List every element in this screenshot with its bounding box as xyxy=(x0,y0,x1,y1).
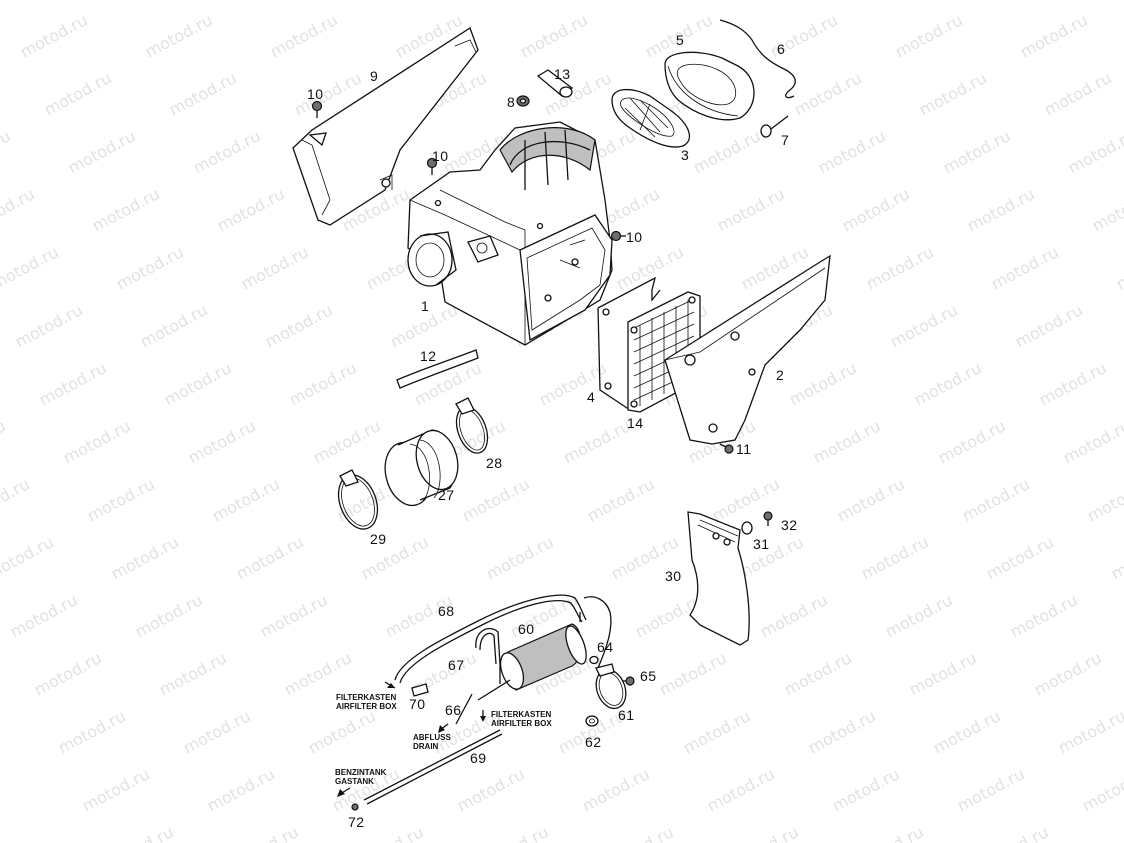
note-filterkasten-left-en: AIRFILTER BOX xyxy=(336,702,397,711)
bolt-10-top-left xyxy=(311,100,323,118)
label-part-31: 31 xyxy=(753,536,770,552)
tube-69 xyxy=(363,729,503,805)
washer-31 xyxy=(741,521,753,535)
note-benzintank: BENZINTANK GASTANK xyxy=(335,768,386,786)
screw-7 xyxy=(760,115,789,138)
hose-67 xyxy=(475,627,511,701)
air-filter-5 xyxy=(664,51,755,121)
label-part-13: 13 xyxy=(554,66,571,82)
note-benzintank-de: BENZINTANK xyxy=(335,768,387,777)
label-part-70: 70 xyxy=(409,696,426,712)
note-filterkasten-right-de: FILTERKASTEN xyxy=(491,710,552,719)
hose-clamp-28 xyxy=(455,397,489,454)
label-part-10c: 10 xyxy=(626,229,643,245)
label-part-68: 68 xyxy=(438,603,455,619)
intake-boot-27 xyxy=(384,429,459,507)
drain-tube-66 xyxy=(455,693,473,725)
mud-flap-30 xyxy=(687,511,750,646)
screw-32 xyxy=(763,511,773,526)
label-part-7: 7 xyxy=(781,132,790,148)
arrow-filterkasten-right xyxy=(480,710,486,722)
screw-65 xyxy=(622,676,635,686)
retaining-clip-6 xyxy=(719,19,796,99)
bolt-10-right xyxy=(610,230,626,242)
label-part-30: 30 xyxy=(665,568,682,584)
nut-64 xyxy=(589,655,599,665)
hose-68 xyxy=(394,594,612,684)
hose-clamp-29 xyxy=(337,469,379,530)
label-part-69: 69 xyxy=(470,750,487,766)
bolt-10-center xyxy=(426,157,438,175)
label-part-11: 11 xyxy=(736,441,752,457)
note-benzintank-en: GASTANK xyxy=(335,777,374,786)
note-abfluss: ABFLUSS DRAIN xyxy=(413,733,451,751)
note-filterkasten-left-de: FILTERKASTEN xyxy=(336,693,397,702)
arrow-filterkasten-left xyxy=(384,681,396,689)
label-part-61: 61 xyxy=(618,707,635,723)
note-filterkasten-right-en: AIRFILTER BOX xyxy=(491,719,552,728)
label-part-3: 3 xyxy=(681,147,690,163)
arrow-abfluss xyxy=(438,723,449,733)
nut-62 xyxy=(585,715,599,727)
note-filterkasten-right: FILTERKASTEN AIRFILTER BOX xyxy=(491,710,552,728)
label-part-5: 5 xyxy=(676,32,685,48)
label-part-12: 12 xyxy=(420,348,437,364)
label-part-32: 32 xyxy=(781,517,798,533)
label-part-29: 29 xyxy=(370,531,387,547)
fitting-70 xyxy=(411,683,429,697)
gasket-4 xyxy=(597,276,661,411)
side-cover-right xyxy=(664,254,831,445)
airbox xyxy=(407,121,613,346)
label-part-2: 2 xyxy=(776,367,785,383)
label-part-62: 62 xyxy=(585,734,602,750)
separator-60 xyxy=(499,612,587,691)
label-part-1: 1 xyxy=(421,298,430,314)
note-filterkasten-left: FILTERKASTEN AIRFILTER BOX xyxy=(336,693,397,711)
label-part-6: 6 xyxy=(777,41,786,57)
filter-cage-3 xyxy=(611,89,691,148)
label-part-72: 72 xyxy=(348,814,365,830)
note-abfluss-de: ABFLUSS xyxy=(413,733,451,742)
label-part-60: 60 xyxy=(518,621,535,637)
bracket-clamp-61 xyxy=(595,663,627,710)
spacer-tube-13 xyxy=(536,69,574,98)
side-cover-left xyxy=(292,27,479,226)
bolt-11 xyxy=(719,443,734,454)
fitting-72 xyxy=(351,803,359,811)
label-part-28: 28 xyxy=(486,455,503,471)
label-part-65: 65 xyxy=(640,668,657,684)
label-part-8: 8 xyxy=(507,94,516,110)
label-part-64: 64 xyxy=(597,639,614,655)
label-part-67: 67 xyxy=(448,657,465,673)
label-part-14: 14 xyxy=(627,415,644,431)
label-part-9: 9 xyxy=(370,68,379,84)
label-part-27: 27 xyxy=(438,487,455,503)
foam-strip-12 xyxy=(396,349,479,389)
label-part-10b: 10 xyxy=(432,148,449,164)
label-part-66: 66 xyxy=(445,702,462,718)
note-abfluss-en: DRAIN xyxy=(413,742,439,751)
label-part-4: 4 xyxy=(587,389,596,405)
grommet-8 xyxy=(516,95,530,107)
label-part-10a: 10 xyxy=(307,86,324,102)
arrow-benzintank xyxy=(337,787,351,797)
